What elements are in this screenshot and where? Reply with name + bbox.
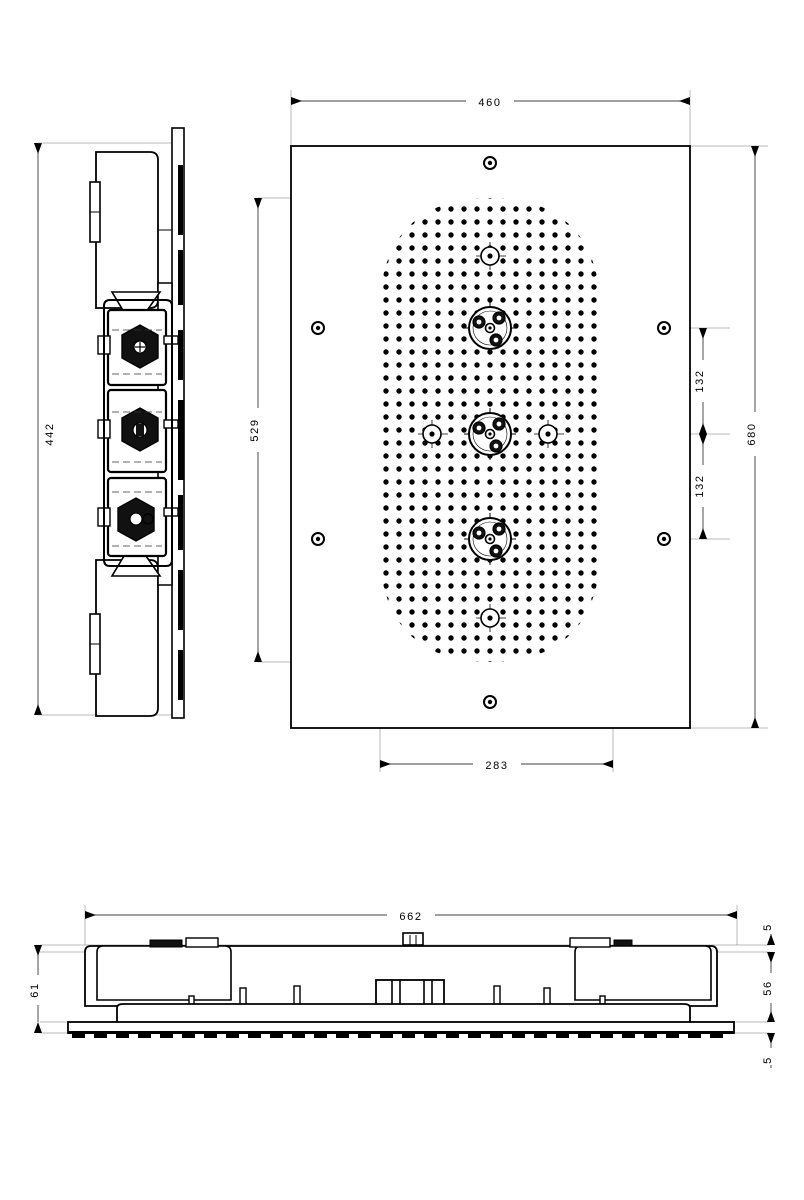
dim-5-bottom: 5	[762, 1033, 780, 1068]
mounting-hole-top	[483, 156, 497, 170]
front-view: 662 61 5 56 5	[29, 905, 780, 1068]
dim-680: 680	[746, 146, 764, 728]
dim-460: 460	[291, 92, 690, 109]
dim-132-lower-label: 132	[694, 474, 706, 497]
dim-5-bottom-label: 5	[762, 1056, 774, 1064]
side-valve-body-3	[97, 476, 179, 558]
dim-283-label: 283	[485, 760, 508, 772]
small-nozzle-right	[534, 420, 564, 448]
dim-442-label: 442	[44, 422, 56, 445]
front-body	[67, 932, 735, 1038]
mounting-hole-bottom-left	[311, 532, 325, 546]
small-nozzle-top	[476, 242, 506, 270]
side-view: 442	[34, 127, 185, 719]
small-nozzle-left	[418, 420, 448, 448]
plan-spray-heads	[464, 302, 516, 565]
side-upper-housing	[89, 151, 172, 309]
spray-head-middle	[464, 408, 516, 460]
dim-61: 61	[29, 945, 47, 1033]
dim-132-lower: 132	[694, 434, 712, 539]
mounting-hole-top-right	[657, 321, 671, 335]
side-valve-stack	[97, 299, 179, 567]
mounting-hole-top-left	[311, 321, 325, 335]
plan-small-nozzles	[418, 242, 564, 632]
plan-mounting-holes	[311, 156, 671, 709]
spray-head-bottom	[464, 513, 516, 565]
dim-529: 529	[249, 198, 267, 662]
dim-132-upper: 132	[694, 328, 712, 434]
dim-56: 56	[762, 952, 780, 1022]
side-lower-housing	[89, 559, 159, 717]
dim-283: 283	[380, 755, 613, 772]
spray-head-top	[464, 302, 516, 354]
plan-view: 460 529 132 132	[249, 90, 768, 772]
mounting-hole-bottom-right	[657, 532, 671, 546]
dim-5-top-label: 5	[762, 923, 774, 931]
small-nozzle-bottom	[476, 604, 506, 632]
dim-460-label: 460	[478, 97, 501, 109]
dim-680-label: 680	[746, 422, 758, 445]
dim-5-top: 5	[762, 917, 780, 945]
dim-61-label: 61	[29, 982, 41, 997]
front-spray-face	[68, 1031, 734, 1038]
dim-132-upper-label: 132	[694, 369, 706, 392]
side-valve-body-1	[97, 308, 179, 387]
dim-662: 662	[85, 906, 737, 923]
dim-56-label: 56	[762, 980, 774, 995]
mounting-hole-bottom	[483, 695, 497, 709]
side-valve-body-2	[97, 388, 179, 474]
dim-529-label: 529	[249, 418, 261, 441]
dim-662-label: 662	[399, 911, 422, 923]
